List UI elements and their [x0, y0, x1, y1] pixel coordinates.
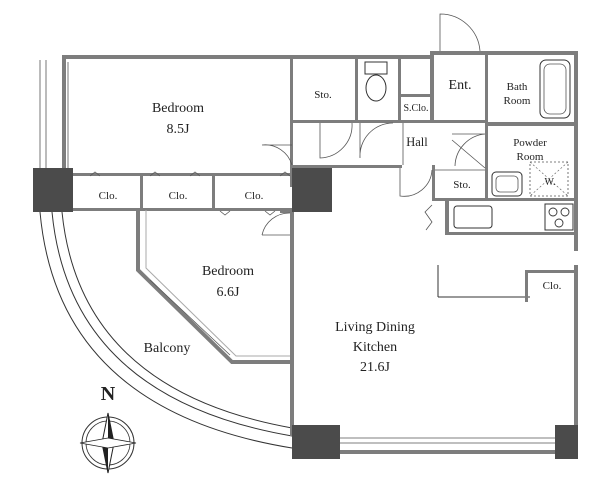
- stove-icon: [544, 203, 574, 231]
- bedroom2-size: 6.6J: [217, 285, 241, 300]
- shoe-closet-label: S.Clo.: [403, 103, 428, 114]
- compass-icon: N: [79, 383, 137, 474]
- closet-dividers: [89, 171, 291, 216]
- powder-line1: Powder: [513, 137, 547, 149]
- ldk-line1: Living Dining: [335, 320, 415, 335]
- closet1-label: Clo.: [99, 190, 118, 202]
- closet3-label: Clo.: [245, 190, 264, 202]
- pillars: [33, 168, 578, 459]
- balcony-label: Balcony: [144, 341, 191, 356]
- bath-line1: Bath: [507, 81, 528, 93]
- washer-area: [529, 161, 569, 197]
- closet2-label: Clo.: [169, 190, 188, 202]
- entrance-label: Ent.: [449, 78, 472, 93]
- closet-ldk-label: Clo.: [543, 280, 562, 292]
- compass-north-label: N: [101, 383, 116, 405]
- bedroom1-size: 8.5J: [167, 122, 191, 137]
- hall-label: Hall: [406, 135, 428, 149]
- walls: [62, 51, 578, 455]
- balcony-rail: [39, 60, 293, 449]
- bedroom1-name: Bedroom: [152, 101, 204, 116]
- bedroom2-name: Bedroom: [202, 264, 254, 279]
- storage-top-label: Sto.: [314, 89, 332, 101]
- room-labels: Bedroom 8.5J Bedroom 6.6J Living Dining …: [99, 78, 562, 375]
- ldk-size: 21.6J: [360, 360, 391, 375]
- washer-label: W.: [544, 177, 555, 188]
- ldk-line2: Kitchen: [353, 340, 397, 355]
- toilet-icon: [364, 61, 388, 102]
- bathtub-icon: [539, 59, 571, 119]
- powder-line2: Room: [517, 151, 544, 163]
- door-swing-icon: [261, 13, 486, 236]
- storage-hall-label: Sto.: [453, 179, 471, 191]
- sink-icon: [453, 171, 523, 229]
- bath-line2: Room: [504, 95, 531, 107]
